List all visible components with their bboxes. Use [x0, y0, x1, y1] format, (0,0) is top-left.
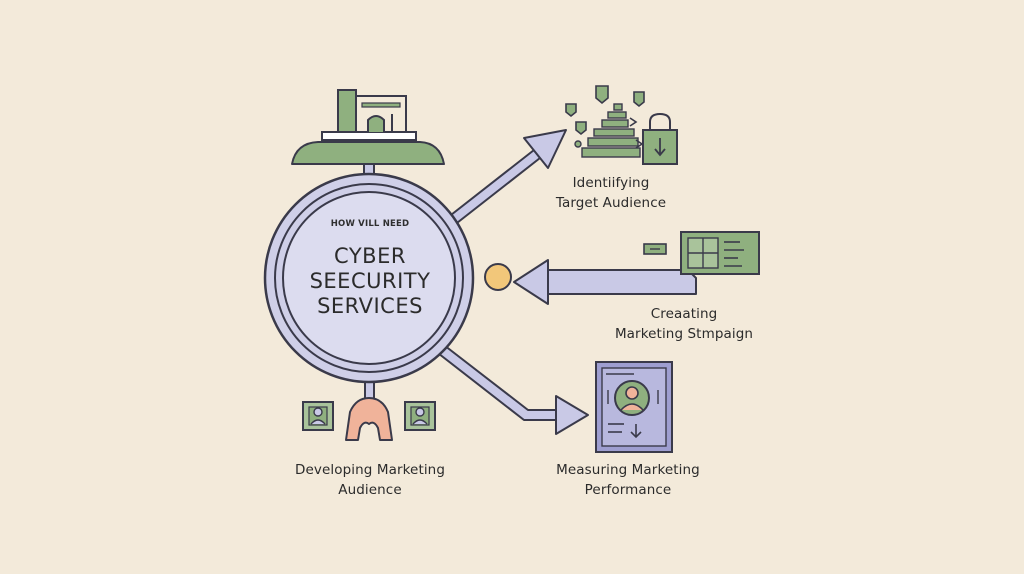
central-circle — [263, 172, 475, 384]
node-label-line: Measuring Marketing — [556, 462, 700, 478]
node-label-creating: Creaating Marketing Stmpaign — [596, 304, 772, 344]
node-label-identifying: Identiifying Target Audience — [536, 173, 686, 213]
pyramid-lock-icon — [565, 85, 678, 165]
node-label-line: Marketing Stmpaign — [614, 326, 754, 342]
node-label-line: Identiifying — [572, 175, 650, 191]
arrow-from-creating — [484, 259, 697, 305]
profile-report-icon — [595, 361, 673, 453]
building-scale-icon — [291, 89, 445, 165]
node-label-line: Performance — [584, 482, 672, 498]
node-label-measuring: Measuring Marketing Performance — [544, 460, 712, 500]
node-label-developing: Developing Marketing Audience — [284, 460, 456, 500]
center-title-line: SERVICES — [317, 294, 423, 318]
node-label-line: Creaating — [650, 306, 718, 322]
calendar-board-icon — [643, 231, 760, 275]
connector-dot-icon — [484, 263, 512, 291]
center-title-line: SEECURITY — [309, 269, 431, 293]
node-label-line: Target Audience — [555, 195, 667, 211]
arrow-to-measuring — [433, 341, 589, 435]
node-label-line: Audience — [338, 482, 402, 498]
center-title: CYBER SEECURITY SERVICES — [280, 244, 460, 319]
center-eyebrow: HOW VILL NEED — [330, 219, 410, 229]
center-title-line: CYBER — [334, 244, 406, 268]
people-arch-icon — [302, 397, 436, 441]
node-label-line: Developing Marketing — [294, 462, 446, 478]
